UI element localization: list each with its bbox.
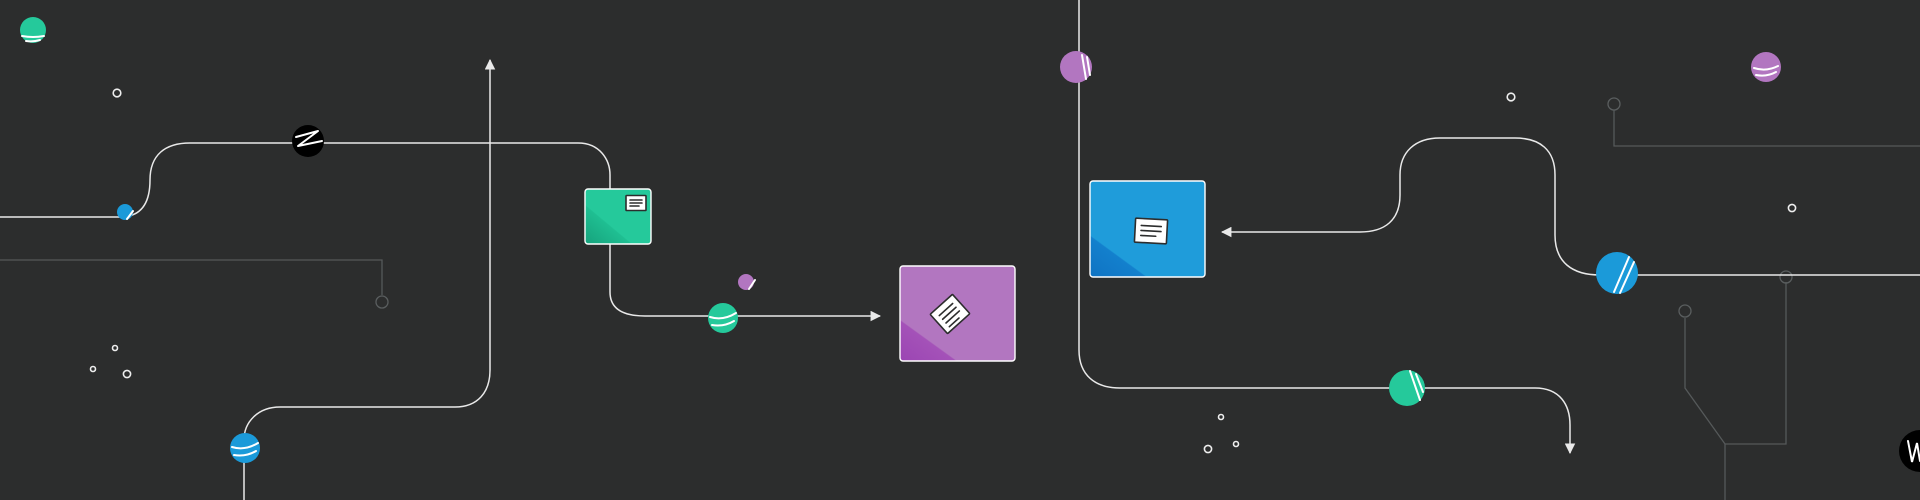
flow-line-right [1220,137,1920,276]
sphere-node-teal-bottomright [1389,370,1425,406]
sphere-node-teal-mid [708,303,738,333]
faint-node-top-right [1607,97,1621,111]
sphere-node-blue-small [117,204,134,220]
ring-dot [1787,203,1797,213]
sphere-node-blue-right [1596,252,1638,294]
sphere-node-purple-small [738,274,756,290]
ring-dot [89,365,97,373]
faint-connector-bottom-right [1684,282,1787,445]
card-blue[interactable] [1089,180,1206,278]
sphere-node-black-edge [1899,430,1920,472]
document-icon [1133,217,1169,245]
faint-node-bottom-right-b [1779,270,1793,284]
sphere-node-blue-bottom [230,433,260,463]
sphere-node-purple-top [1060,51,1092,83]
faint-connector-left [0,259,383,295]
faint-connectors [0,97,1920,500]
document-icon [929,293,971,335]
faint-connector-top-right [1613,110,1920,147]
decorative-rings [89,88,1797,454]
sphere-nodes [20,17,1920,472]
flow-line-left-main [0,142,882,322]
ring-dot [1217,413,1225,421]
ring-dot [122,369,132,379]
faint-node-left [375,295,389,309]
sphere-node-teal-topleft [20,17,46,43]
sphere-node-black [292,125,324,157]
faint-node-bottom-right-a [1678,304,1692,318]
sphere-node-purple-topright [1751,52,1781,82]
ring-dot [1203,444,1213,454]
document-icon [625,194,647,212]
ring-dot [1232,440,1240,448]
ring-dot [111,344,119,352]
card-teal[interactable] [584,188,652,245]
flow-line-center-drop [1078,0,1576,455]
flow-line-left-vertical [243,58,496,500]
card-purple[interactable] [899,265,1016,362]
ring-dot [112,88,122,98]
ring-dot [1506,92,1516,102]
